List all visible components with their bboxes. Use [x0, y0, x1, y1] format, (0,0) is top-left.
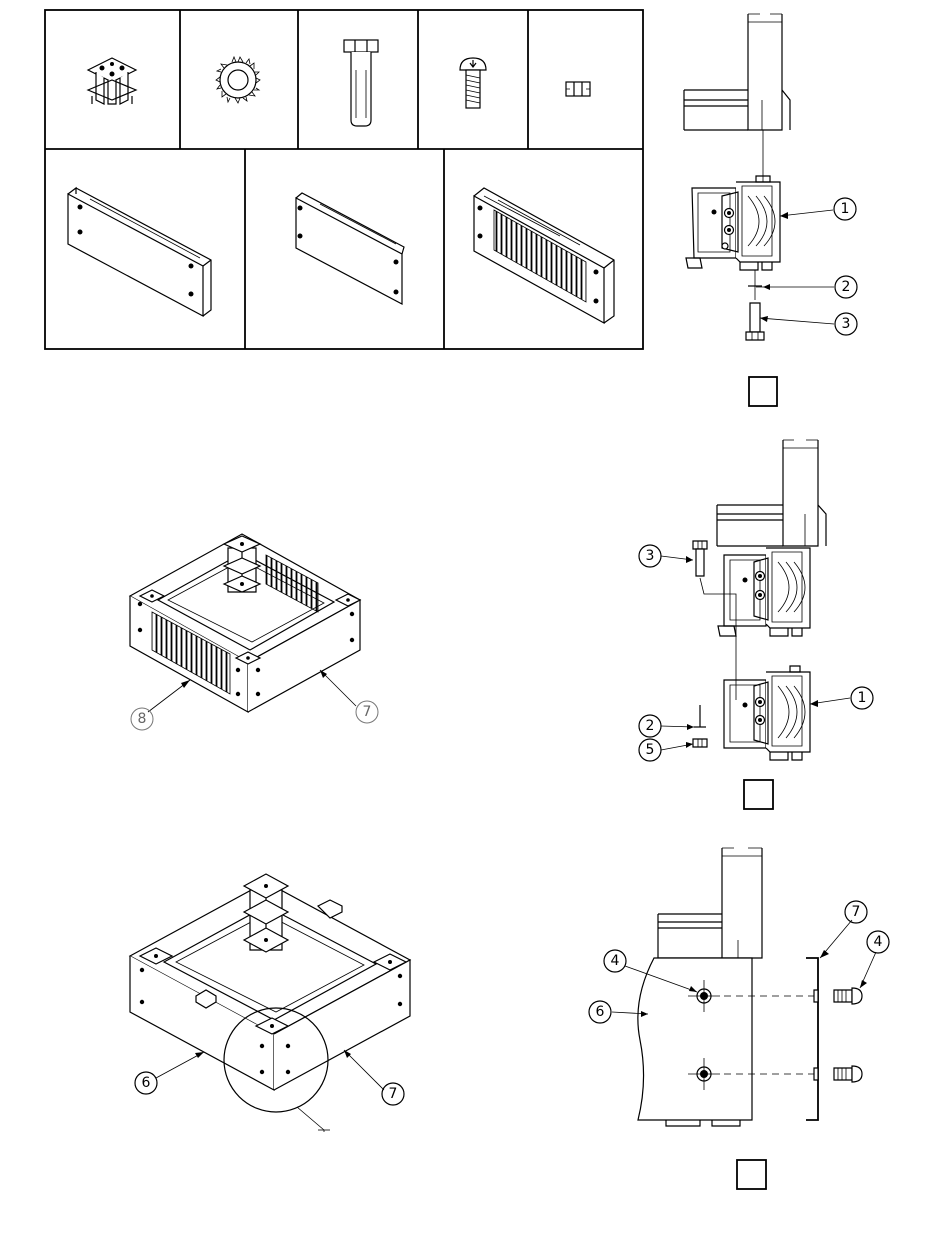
callout-7: 7: [389, 1086, 398, 1102]
callout-6: 6: [596, 1004, 605, 1020]
lock-washer-icon: [216, 57, 260, 103]
step1-detail: 1 2 3: [684, 14, 857, 406]
callout-7: 7: [363, 704, 372, 720]
step-box-1: [749, 377, 777, 406]
callout-4: 4: [611, 953, 620, 969]
side-panel-short-icon: [296, 193, 404, 304]
callout-1: 1: [841, 201, 850, 217]
step-box-3: [737, 1160, 766, 1189]
callout-8: 8: [138, 711, 147, 727]
callout-6: 6: [142, 1075, 151, 1091]
callout-3: 3: [842, 316, 851, 332]
parts-table: [45, 10, 643, 349]
callout-4: 4: [874, 934, 883, 950]
step1-callouts: 1 2 3: [834, 198, 857, 335]
step-box-2: [744, 780, 773, 809]
side-panel-long-icon: [68, 188, 211, 316]
callout-3: 3: [646, 548, 655, 564]
pan-head-screw-icon: [460, 58, 486, 108]
vented-panel-icon: [474, 188, 614, 323]
corner-bracket-icon: [88, 58, 136, 104]
plinth-assembly-plain: 6 7: [130, 874, 410, 1132]
callout-2: 2: [646, 718, 655, 734]
plinth-assembled-vented: 8 7: [130, 534, 378, 730]
step3-detail: 7 4 4 6: [589, 848, 889, 1189]
step2-detail: 3 1 2 5: [639, 440, 873, 809]
callout-2: 2: [842, 279, 851, 295]
hex-bolt-icon: [344, 40, 378, 126]
callout-1: 1: [858, 690, 867, 706]
hex-nut-icon: [566, 82, 590, 96]
callout-5: 5: [646, 742, 655, 758]
plinth-bracket: [686, 176, 780, 270]
callout-7: 7: [852, 904, 861, 920]
